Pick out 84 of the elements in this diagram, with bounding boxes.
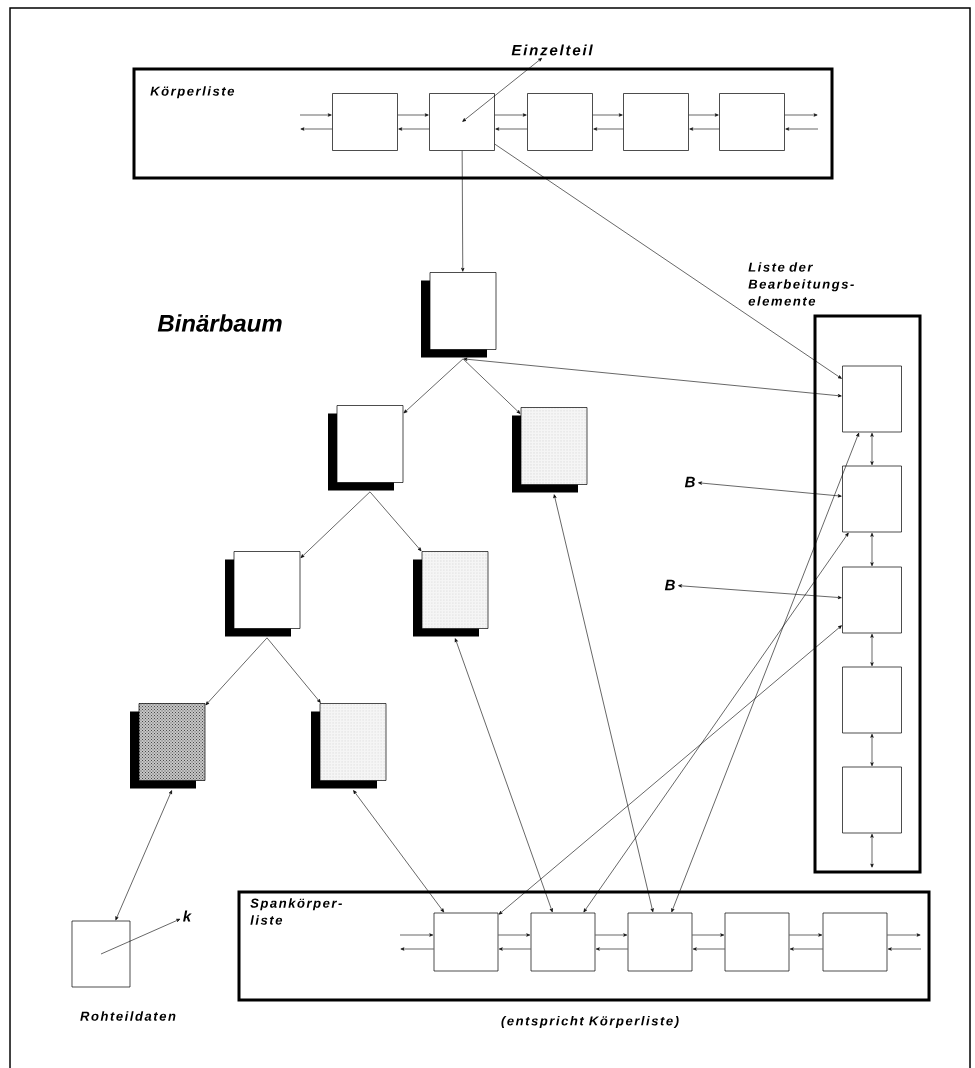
shadowed-box — [413, 551, 488, 637]
arrow — [398, 127, 430, 131]
arrow — [692, 947, 725, 951]
arrow — [692, 933, 725, 937]
arrow — [462, 358, 521, 414]
arrow — [595, 933, 628, 937]
arrow — [498, 933, 531, 937]
list-box — [842, 365, 902, 433]
list-box — [842, 766, 902, 834]
list-box — [724, 912, 790, 972]
arrow — [463, 357, 842, 398]
shadowed-box — [421, 551, 489, 629]
leader-line — [100, 918, 181, 955]
shadowed-box — [311, 703, 386, 789]
arrow — [299, 113, 332, 117]
arrow — [592, 113, 623, 117]
text-label: Einzelteil — [511, 44, 593, 56]
arrow — [789, 933, 823, 937]
arrow — [115, 790, 172, 921]
arrow — [399, 933, 434, 937]
shadowed-box — [520, 407, 588, 485]
shadowed-box — [512, 407, 587, 493]
leader-line — [698, 481, 842, 498]
text-label: B — [684, 476, 695, 488]
arrow — [369, 491, 422, 552]
shadowed-box — [225, 551, 301, 637]
shadowed-box — [328, 405, 404, 491]
arrow — [300, 491, 371, 558]
list-box — [527, 93, 593, 151]
arrow — [870, 733, 874, 767]
text-label: B — [664, 579, 675, 591]
arrow — [205, 637, 268, 706]
leader-line — [678, 584, 842, 600]
list-title: Spankörper- liste — [250, 898, 342, 925]
arrow — [300, 127, 333, 131]
shadowed-box — [421, 272, 497, 358]
arrow — [870, 833, 874, 868]
arrow — [553, 494, 654, 913]
list-box — [627, 912, 693, 972]
list-box — [842, 666, 902, 734]
arrow — [887, 933, 921, 937]
list-box — [719, 93, 785, 151]
arrow — [671, 432, 860, 913]
arrow — [454, 638, 553, 913]
list-box — [530, 912, 596, 972]
leader-line — [462, 57, 543, 122]
arrow — [266, 637, 321, 703]
arrow — [495, 127, 528, 131]
arrow — [870, 532, 874, 567]
arrow — [583, 532, 849, 913]
list-box — [429, 93, 495, 151]
arrow — [494, 113, 527, 117]
node-label: Rohteildaten — [80, 1011, 176, 1021]
arrow — [353, 790, 445, 913]
arrow — [784, 113, 818, 117]
list-box — [822, 912, 888, 972]
text-label: k — [183, 910, 192, 922]
arrow — [593, 127, 624, 131]
list-box — [842, 465, 902, 533]
arrow — [689, 127, 720, 131]
shadowed-box — [319, 703, 387, 781]
tree-heading: Binärbaum — [157, 314, 282, 332]
list-box — [433, 912, 499, 972]
arrow — [785, 127, 819, 131]
arrow — [789, 947, 823, 951]
arrow — [397, 113, 429, 117]
arrow — [887, 947, 922, 951]
arrow — [870, 633, 874, 667]
arrow — [400, 947, 434, 951]
arrow — [494, 143, 842, 379]
list-title: Körperliste — [150, 86, 235, 99]
arrow — [688, 113, 719, 117]
list-title: Liste der Bearbeitungs- elemente — [748, 262, 854, 306]
arrow — [403, 358, 464, 414]
arrow — [595, 947, 628, 951]
arrow — [461, 150, 465, 272]
node-label: (entspricht Körperliste) — [501, 1015, 679, 1029]
arrow — [498, 947, 531, 951]
list-box — [842, 566, 902, 634]
arrow — [870, 432, 874, 466]
arrow — [498, 625, 842, 915]
list-box — [332, 93, 398, 151]
shadowed-box — [138, 703, 206, 781]
list-box — [623, 93, 689, 151]
